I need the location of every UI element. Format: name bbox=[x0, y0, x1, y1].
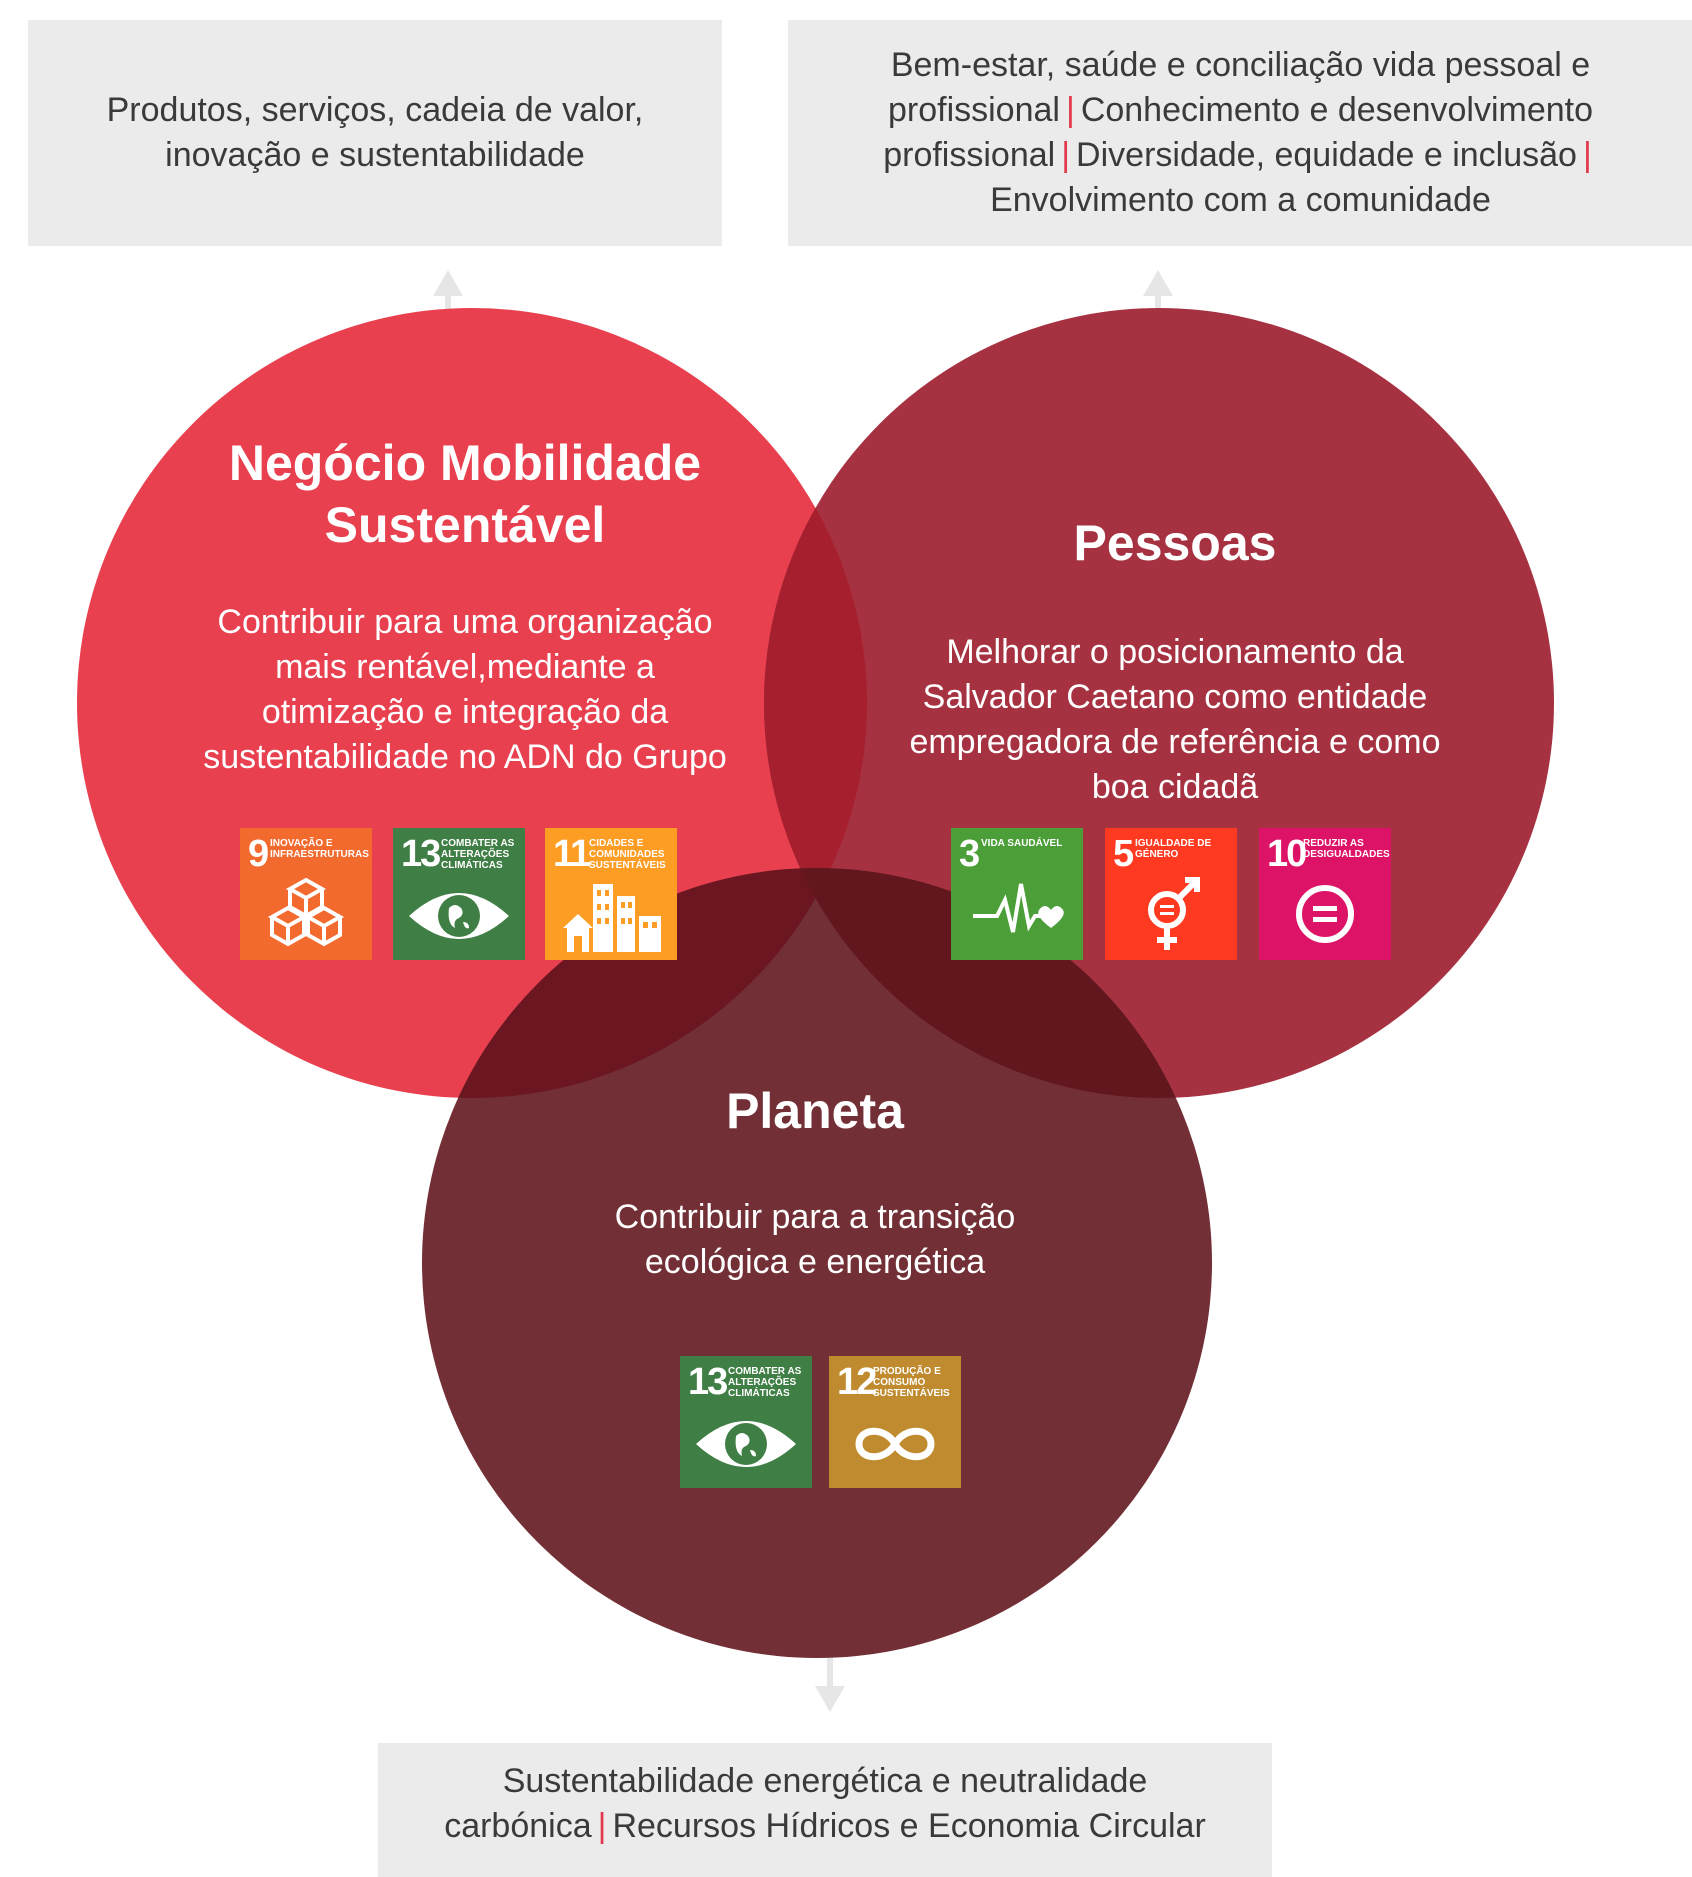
sdg-number: 10 bbox=[1267, 833, 1307, 875]
pessoas-text-line-4: boa cidadã bbox=[1091, 768, 1259, 806]
sdg-number: 13 bbox=[688, 1361, 728, 1403]
sdg-12-icon: 12 Produção e consumo sustentáveis bbox=[829, 1356, 961, 1488]
pessoas-text-line-3: empregadora de referência e como bbox=[909, 723, 1441, 761]
sdg-9-icon: 9 Inovação e infraestruturas bbox=[240, 828, 372, 960]
sdg-3-icon: 3 Vida saudável bbox=[951, 828, 1083, 960]
top-right-line-3: profissional|Diversidade, equidade e inc… bbox=[883, 133, 1598, 178]
sdg-number: 9 bbox=[248, 833, 269, 875]
topic-text: profissional bbox=[883, 136, 1056, 174]
topic-text: profissional bbox=[887, 91, 1060, 129]
heartbeat-icon bbox=[973, 883, 1064, 933]
pessoas-description: Melhorar o posicionamento da Salvador Ca… bbox=[860, 630, 1490, 810]
sdg-label: Produção e consumo sustentáveis bbox=[873, 1366, 950, 1399]
sdg-label: Inovação e infraestruturas bbox=[270, 838, 369, 860]
eye-globe-icon bbox=[696, 1421, 796, 1467]
gender-icon bbox=[1148, 877, 1200, 950]
top-left-topics-box: Produtos, serviços, cadeia de valor, ino… bbox=[28, 20, 722, 246]
separator: | bbox=[1582, 136, 1592, 174]
negocio-text-line-2: mais rentável,mediante a bbox=[275, 648, 655, 686]
pessoas-text-line-1: Melhorar o posicionamento da bbox=[946, 633, 1404, 671]
cubes-icon bbox=[267, 877, 345, 947]
sdg-label: Combater as alterações climáticas bbox=[728, 1366, 802, 1399]
equality-icon bbox=[1296, 885, 1354, 943]
overlap-negocio-planeta bbox=[422, 868, 867, 1098]
sdg-label: Igualdade de género bbox=[1135, 838, 1212, 860]
planeta-title: Planeta bbox=[726, 1083, 904, 1139]
buildings-icon bbox=[563, 884, 661, 952]
bottom-line-1: Sustentabilidade energética e neutralida… bbox=[502, 1762, 1148, 1800]
topic-text: Diversidade, equidade e inclusão bbox=[1076, 136, 1577, 174]
top-right-line-1: Bem-estar, saúde e conciliação vida pess… bbox=[890, 46, 1591, 84]
infinity-icon bbox=[855, 1427, 935, 1461]
top-left-line-2: inovação e sustentabilidade bbox=[165, 136, 585, 174]
planeta-text-line-1: Contribuir para a transição bbox=[614, 1198, 1016, 1236]
bottom-line-2: carbónica|Recursos Hídricos e Economia C… bbox=[444, 1804, 1206, 1849]
sdg-number: 5 bbox=[1113, 833, 1134, 875]
sdg-10-icon: 10 Reduzir as desigualdades bbox=[1259, 828, 1391, 960]
sdg-13-icon: 13 Combater as alterações climáticas bbox=[393, 828, 525, 960]
negocio-title-line-2: Sustentável bbox=[324, 497, 606, 553]
sdg-number: 13 bbox=[401, 833, 441, 875]
sdg-5-icon: 5 Igualdade de género bbox=[1105, 828, 1237, 960]
sdg-number: 12 bbox=[837, 1361, 877, 1403]
sdg-label: Reduzir as desigualdades bbox=[1303, 838, 1390, 860]
separator: | bbox=[1065, 91, 1075, 129]
top-right-line-2: profissional|Conhecimento e desenvolvime… bbox=[883, 88, 1598, 133]
negocio-text-line-1: Contribuir para uma organização bbox=[217, 603, 713, 641]
topic-text: carbónica bbox=[444, 1807, 592, 1845]
top-left-line-1: Produtos, serviços, cadeia de valor, bbox=[106, 91, 644, 129]
sdg-number: 11 bbox=[553, 833, 591, 875]
negocio-description: Contribuir para uma organização mais ren… bbox=[160, 600, 770, 780]
eye-globe-icon bbox=[409, 893, 509, 939]
planeta-text-line-2: ecológica e energética bbox=[644, 1243, 986, 1281]
pessoas-text-line-2: Salvador Caetano como entidade bbox=[922, 678, 1428, 716]
pessoas-title: Pessoas bbox=[1073, 515, 1277, 571]
negocio-text-line-3: otimização e integração da bbox=[261, 693, 669, 731]
negocio-title-line-1: Negócio Mobilidade bbox=[228, 435, 702, 491]
topic-text: Recursos Hídricos e Economia Circular bbox=[612, 1807, 1206, 1845]
top-right-line-4: Envolvimento com a comunidade bbox=[990, 181, 1491, 219]
sdg-number: 3 bbox=[959, 833, 980, 875]
negocio-text-line-4: sustentabilidade no ADN do Grupo bbox=[203, 738, 727, 776]
sdg-11-icon: 11 Cidades e comunidades sustentáveis bbox=[545, 828, 677, 960]
top-right-topics-box: Bem-estar, saúde e conciliação vida pess… bbox=[788, 20, 1692, 246]
separator: | bbox=[1061, 136, 1071, 174]
sdg-label: Cidades e comunidades sustentáveis bbox=[589, 838, 666, 871]
sdg-13-icon: 13 Combater as alterações climáticas bbox=[680, 1356, 812, 1488]
separator: | bbox=[597, 1807, 607, 1845]
topic-text: Conhecimento e desenvolvimento bbox=[1080, 91, 1594, 129]
sdg-label: Vida saudável bbox=[981, 838, 1063, 849]
overlap-pessoas-planeta bbox=[764, 868, 1212, 1098]
sdg-label: Combater as alterações climáticas bbox=[441, 838, 515, 871]
negocio-title: Negócio Mobilidade Sustentável bbox=[160, 432, 770, 556]
bottom-topics-box: Sustentabilidade energética e neutralida… bbox=[378, 1743, 1272, 1877]
planeta-description: Contribuir para a transição ecológica e … bbox=[540, 1195, 1090, 1285]
